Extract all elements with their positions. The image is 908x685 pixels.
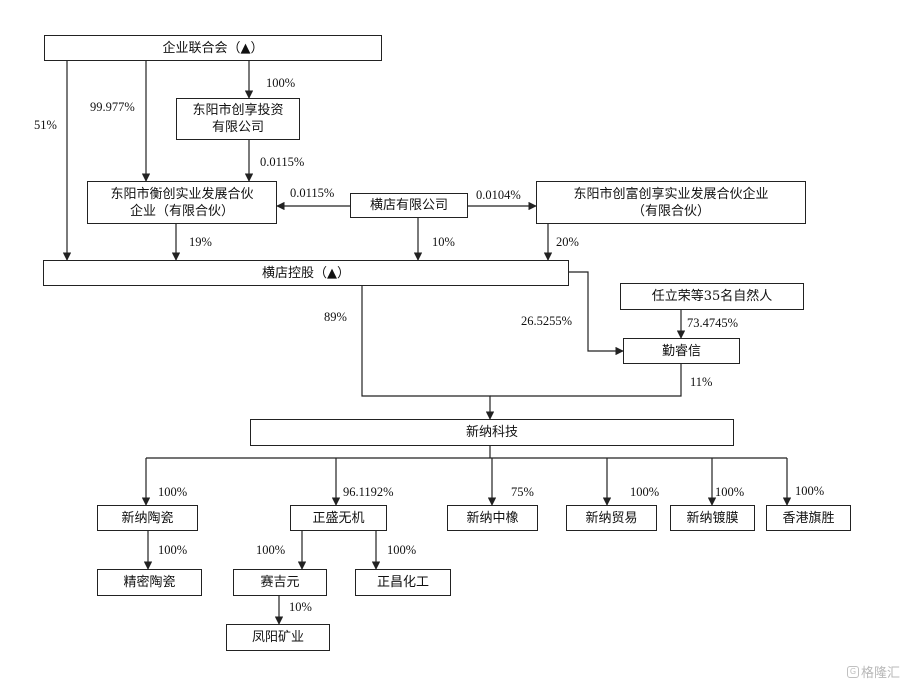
- node-xinna-trade: 新纳贸易: [566, 505, 657, 531]
- node-dongyang-chuangxiang-invest: 东阳市创享投资 有限公司: [176, 98, 300, 140]
- node-label: 新纳科技: [465, 425, 518, 440]
- pct-hengdian-to-holding: 10%: [432, 235, 455, 249]
- pct-tech-to-ceramic: 100%: [158, 485, 188, 499]
- pct-zhengsheng-to-saijiyuan: 100%: [256, 543, 286, 557]
- pct-qinruixin-to-tech: 11%: [690, 375, 713, 389]
- pct-tech-to-coating: 100%: [715, 485, 745, 499]
- pct-hengdian-to-hengchuang: 0.0115%: [290, 186, 335, 200]
- node-label-line2: 企业（有限合伙）: [129, 203, 234, 219]
- node-xinna-zhongxiang: 新纳中橡: [447, 505, 538, 531]
- node-label: 香港旗胜: [782, 510, 835, 526]
- node-fengyang-mining: 凤阳矿业: [226, 624, 330, 651]
- pct-holding-to-qinruixin: 26.5255%: [521, 314, 573, 328]
- node-enterprise-union: 企业联合会（▲）: [44, 35, 382, 61]
- edge-qinruixin-to-tech: [490, 364, 682, 397]
- watermark: G 格隆汇: [846, 662, 900, 681]
- node-dongyang-chuangfu: 东阳市创富创享实业发展合伙企业 （有限合伙）: [536, 181, 806, 224]
- node-hengdian-holding: 横店控股（▲）: [43, 260, 569, 286]
- edge-holding-to-qinruixin: [569, 271, 624, 356]
- node-label: 新纳镀膜: [686, 510, 739, 526]
- node-label: 新纳陶瓷: [121, 510, 174, 526]
- node-ren-lirong: 任立荣等35名自然人: [620, 283, 804, 310]
- node-zhengsheng-inorganic: 正盛无机: [290, 505, 387, 531]
- pct-saijiyuan-to-fengyang: 10%: [289, 600, 312, 614]
- node-label: 企业联合会（▲）: [162, 40, 264, 56]
- node-saijiyuan: 赛吉元: [233, 569, 327, 596]
- pct-chuangfu-to-holding: 20%: [556, 235, 579, 249]
- node-xinna-coating: 新纳镀膜: [670, 505, 755, 531]
- node-label-line1: 东阳市衡创实业发展合伙: [110, 186, 254, 202]
- watermark-text: 格隆汇: [860, 666, 900, 681]
- pct-holding-to-tech: 89%: [324, 310, 347, 324]
- edge-holding-to-tech: [361, 286, 495, 420]
- node-precision-ceramic: 精密陶瓷: [97, 569, 202, 596]
- watermark-logo-icon: G: [846, 665, 859, 678]
- pct-zhengsheng-to-zhengchang: 100%: [387, 543, 417, 557]
- node-label-line1: 东阳市创享投资: [192, 103, 284, 118]
- pct-tech-to-zhongxiang: 75%: [511, 485, 534, 499]
- node-label: 新纳贸易: [585, 510, 638, 526]
- pct-union-to-hengchuang: 99.977%: [90, 100, 135, 114]
- node-qinruixin: 勤睿信: [623, 338, 740, 364]
- pct-hengchuang-to-holding: 19%: [189, 235, 212, 249]
- pct-invest-to-hengchuang: 0.0115%: [260, 155, 305, 169]
- pct-union-to-holding: 51%: [34, 118, 57, 132]
- node-label: 新纳中橡: [466, 510, 519, 526]
- pct-union-to-invest: 100%: [266, 76, 296, 90]
- node-label-line2: 有限公司: [211, 120, 264, 135]
- node-zhengchang-chem: 正昌化工: [355, 569, 451, 596]
- node-xinna-tech: 新纳科技: [250, 419, 734, 446]
- pct-ren-to-qinruixin: 73.4745%: [687, 316, 739, 330]
- node-label: 任立荣等35名自然人: [651, 289, 773, 304]
- node-label: 正盛无机: [312, 510, 365, 526]
- pct-tech-to-zhengsheng: 96.1192%: [343, 485, 394, 499]
- pct-ceramic-to-precision: 100%: [158, 543, 188, 557]
- node-label: 横店控股（▲）: [262, 265, 350, 281]
- node-label: 赛吉元: [260, 575, 300, 590]
- node-label-line2: （有限合伙）: [631, 203, 710, 219]
- node-hk-qisheng: 香港旗胜: [766, 505, 851, 531]
- node-label: 勤睿信: [661, 343, 701, 359]
- node-label-line1: 东阳市创富创享实业发展合伙企业: [573, 186, 769, 202]
- node-label: 精密陶瓷: [123, 575, 176, 590]
- node-hengdian-ltd: 横店有限公司: [350, 193, 468, 218]
- node-label: 横店有限公司: [369, 198, 448, 213]
- node-dongyang-hengchuang: 东阳市衡创实业发展合伙 企业（有限合伙）: [87, 181, 277, 224]
- pct-hengdian-to-chuangfu: 0.0104%: [476, 188, 521, 202]
- pct-tech-to-trade: 100%: [630, 485, 660, 499]
- node-label: 正昌化工: [376, 575, 429, 590]
- pct-tech-to-hk: 100%: [795, 484, 825, 498]
- node-label: 凤阳矿业: [251, 630, 304, 645]
- node-xinna-ceramic: 新纳陶瓷: [97, 505, 198, 531]
